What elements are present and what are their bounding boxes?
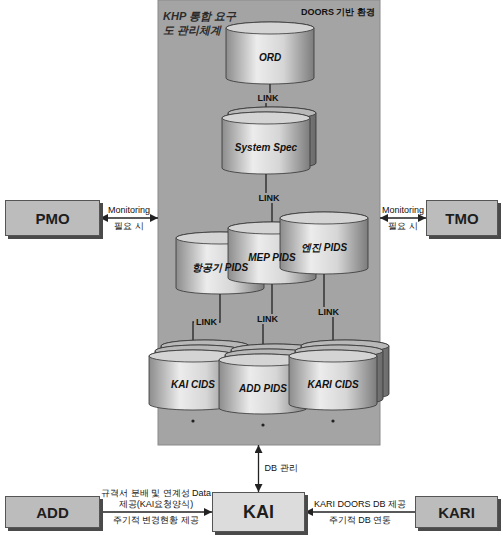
cylinder-layer [222, 112, 310, 174]
node-label: ORD [229, 52, 311, 64]
node-label: KARI [438, 504, 475, 521]
edge-label: LINK [255, 314, 280, 325]
cylinder-top [226, 22, 314, 34]
node-label: ADD PIDS [222, 383, 304, 395]
organization-box: PMO [5, 200, 100, 236]
database-cylinder: System Spec [222, 112, 310, 174]
node-label: KARI CIDS [292, 379, 374, 391]
management-panel: ORDSystem Spec항공기 PIDSMEP PIDS엔진 PIDSKAI… [158, 0, 380, 445]
node-label: KAI [243, 502, 274, 523]
note-label: 주기적 DB 연동 [329, 515, 392, 526]
node-label: PMO [35, 210, 69, 227]
cylinder-layer [226, 22, 314, 84]
organization-box: ADD [5, 496, 100, 528]
flow-arrow [258, 445, 259, 492]
cylinder-body [226, 22, 314, 84]
node-label: TMO [445, 210, 478, 227]
node-label: KAI CIDS [152, 379, 234, 391]
edge-label: LINK [257, 193, 282, 204]
edge-label: LINK [256, 93, 281, 104]
flow-arrow [380, 217, 426, 218]
cylinder-top [289, 350, 377, 362]
organization-box: KARI [415, 496, 498, 528]
edge-label: DB 관리 [265, 463, 298, 474]
database-cylinder: KARI CIDS [289, 350, 377, 410]
cylinder-body [222, 112, 310, 174]
database-cylinder: ORD [226, 22, 314, 84]
database-cylinder: 엔진 PIDS [280, 212, 368, 274]
cylinder-layer [280, 212, 368, 274]
cylinder-body [289, 350, 377, 410]
cylinder-top [280, 212, 368, 224]
continuation-dot [191, 419, 194, 422]
note-label: 필요 시 [388, 221, 418, 232]
note-label: 주기적 변경현황 제공 [113, 515, 199, 526]
edge-label: KARI DOORS DB 제공 [314, 499, 406, 510]
panel-title: KHP 통합 요구도 관리체계 [163, 10, 245, 38]
edge-label: Monitoring [108, 205, 150, 216]
cylinder-layer [289, 350, 377, 410]
continuation-dot [331, 419, 334, 422]
flow-arrow [100, 511, 212, 512]
continuation-dot [261, 423, 264, 426]
environment-note: DOORS 기반 환경 [301, 6, 375, 19]
node-label: System Spec [225, 142, 307, 154]
node-label: MEP PIDS [231, 252, 313, 264]
node-label: 엔진 PIDS [283, 242, 365, 254]
edge-label: LINK [316, 307, 341, 318]
edge-label: 규격서 분배 및 연계성 Data 제공(KAI요청양식) [101, 488, 211, 510]
organization-box: KAI [212, 492, 305, 532]
node-label: ADD [36, 504, 69, 521]
edge-label: Monitoring [382, 205, 424, 216]
flow-arrow [305, 511, 415, 512]
edge-label: LINK [194, 317, 219, 328]
flow-arrow [100, 217, 158, 218]
cylinder-top [222, 112, 310, 124]
cylinder-body [280, 212, 368, 274]
organization-box: TMO [426, 200, 498, 236]
note-label: 필요 시 [114, 221, 144, 232]
node-label: 항공기 PIDS [179, 262, 261, 274]
